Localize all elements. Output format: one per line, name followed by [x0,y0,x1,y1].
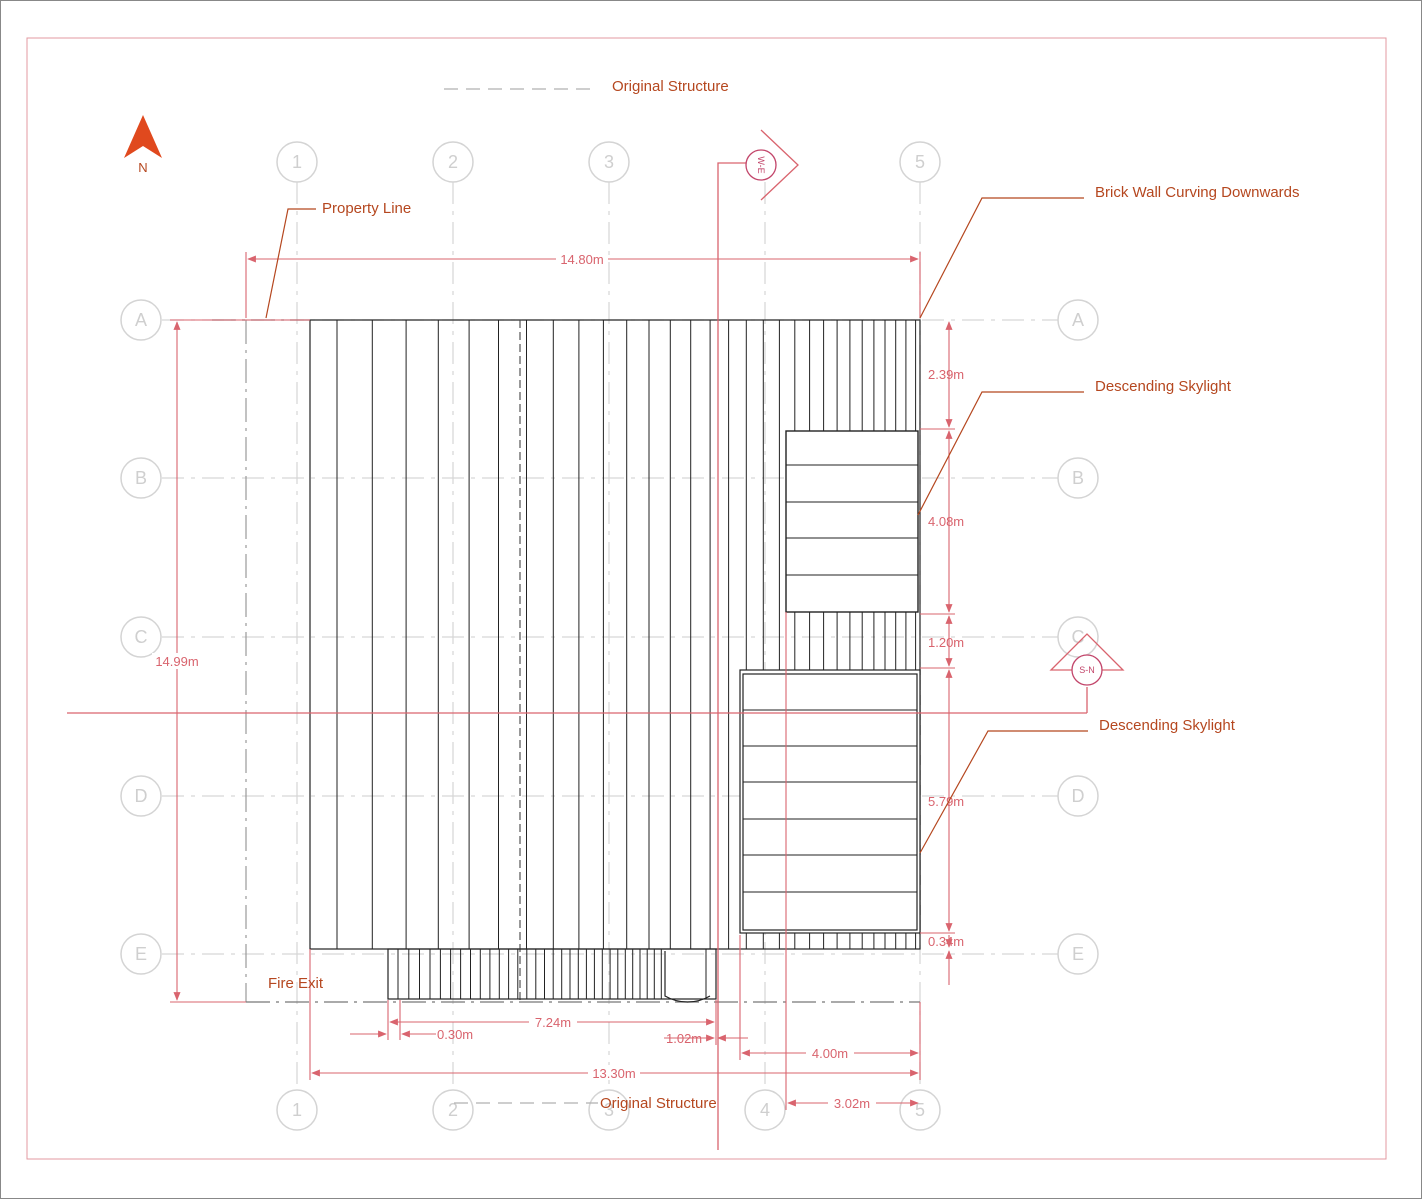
brick-wall-label: Brick Wall Curving Downwards [1095,184,1300,201]
dim-seg-e: 0.34m [928,934,964,949]
grid-bubble-left-B: B [120,457,162,499]
grid-bubble-bottom-3: 3 [588,1089,630,1131]
grid-bubble-bottom-5: 5 [899,1089,941,1131]
grid-bubble-right-A: A [1057,299,1099,341]
grid-label: 1 [292,1100,302,1120]
dim-seg-a: 2.39m [928,367,964,382]
dim-skylight-width: 4.00m [812,1046,848,1061]
dimensions [170,252,955,1110]
dim-overall-depth: 14.99m [155,654,198,669]
grid-label: C [135,627,148,647]
skylight-upper-label: Descending Skylight [1095,378,1232,395]
skylight-lower-label: Descending Skylight [1099,717,1236,734]
grid-bubble-left-A: A [120,299,162,341]
grid-label: E [135,944,147,964]
grid-label: E [1072,944,1084,964]
dim-fire-exit-width: 7.24m [535,1015,571,1030]
dim-overall-width: 14.80m [560,252,603,267]
original-structure-bottom-label: Original Structure [600,1095,717,1112]
grid-label: 2 [448,152,458,172]
grid-bubble-bottom-4: 4 [744,1089,786,1131]
stair-ribs [397,949,707,999]
grid-bubble-left-E: E [120,933,162,975]
grid-label: 4 [760,1100,770,1120]
section-sn: S-N [67,633,1125,714]
grid-label: A [135,310,147,330]
grid-bubble-right-C: C [1057,616,1099,658]
dim-grid-4-5: 3.02m [834,1096,870,1111]
grid-label: 5 [915,152,925,172]
grid-label: A [1072,310,1084,330]
grid-bubble-left-D: D [120,775,162,817]
grid-label: 2 [448,1100,458,1120]
legend: Original Structure [444,78,729,95]
section-sn-label: S-N [1079,665,1095,675]
dim-seg-b: 4.08m [928,514,964,529]
dimension-labels: 14.80m 14.99m 2.39m 4.08m 1.20m 5.79m 0.… [152,250,964,1111]
grid-label: 3 [604,152,614,172]
north-arrow: N [124,115,162,175]
property-line-label: Property Line [322,200,411,217]
dim-door-width: 1.02m [666,1031,702,1046]
skylight-lower [739,669,921,934]
grid-bubble-top-2: 2 [432,141,474,183]
grid-bubble-left-C: C [120,616,162,658]
dim-fire-exit-offset: 0.30m [437,1027,473,1042]
dim-structure-width: 13.30m [592,1066,635,1081]
dim-seg-c: 1.20m [928,635,964,650]
north-label: N [138,160,147,175]
drawing-border [26,37,1387,1160]
grid-label: B [135,468,147,488]
annotations: Property Line Brick Wall Curving Downwar… [265,184,1300,992]
skylight-upper [785,430,919,613]
grid-label: 3 [604,1100,614,1120]
grid-label: B [1072,468,1084,488]
original-structure-bottom: Original Structure [454,1095,717,1112]
section-marker-icon [760,129,799,201]
grid-bubble-top-5: 5 [899,141,941,183]
fire-exit-structure [387,948,717,1003]
grid-label: 1 [292,152,302,172]
grid-bubble-top-1: 1 [276,141,318,183]
grid-label: C [1072,627,1085,647]
grid-bubble-right-D: D [1057,775,1099,817]
grid-label: D [135,786,148,806]
grid-bubble-bottom-1: 1 [276,1089,318,1131]
grid-label: 5 [915,1100,925,1120]
grid-bubble-right-B: B [1057,457,1099,499]
section-we: W-E [717,129,799,1150]
roof-ribs [336,320,917,949]
grid-bubble-bottom-2: 2 [432,1089,474,1131]
door-swing-icon [664,951,711,1003]
dim-seg-d: 5.79m [928,794,964,809]
grid-label: D [1072,786,1085,806]
north-arrow-icon [124,115,162,158]
fire-exit-label: Fire Exit [268,975,324,992]
legend-original-structure: Original Structure [612,78,729,95]
grid-bubble-top-3: 3 [588,141,630,183]
section-we-label: W-E [756,156,766,173]
grid-bubble-right-E: E [1057,933,1099,975]
